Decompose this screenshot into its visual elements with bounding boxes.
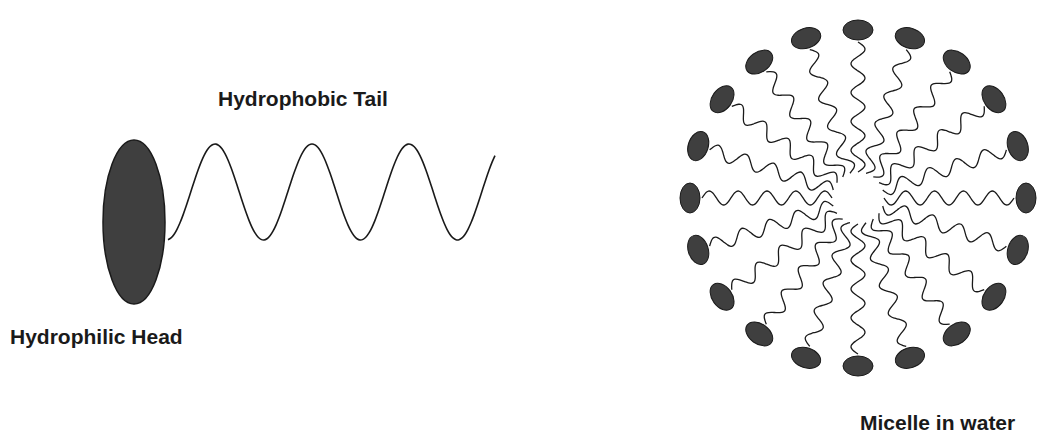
micelle-head [939, 317, 975, 351]
micelle-tail [871, 219, 949, 324]
micelle-head [705, 279, 739, 315]
figure-label: Micelle in water [860, 410, 1015, 435]
micelle-head [680, 183, 700, 213]
micelle-head [741, 317, 777, 351]
micelle-head [977, 81, 1011, 117]
micelle-tail [710, 145, 834, 190]
micelle [680, 20, 1036, 376]
micelle-head [893, 24, 928, 52]
micelle-tail [861, 223, 906, 347]
micelle-head [1004, 233, 1032, 268]
micelle-head [741, 45, 777, 79]
micelle-head [789, 24, 824, 52]
figure-label: Hydrophilic Head [10, 324, 183, 349]
micelle-head [1004, 129, 1032, 164]
micelle-tail [766, 72, 844, 177]
micelle-head [1016, 183, 1036, 213]
micelle-head [843, 20, 873, 40]
micelle-tail [879, 213, 984, 291]
micelle-tail [883, 150, 1007, 195]
micelle-tail [710, 201, 834, 246]
micelle-head [843, 356, 873, 376]
micelle-tail [810, 50, 855, 174]
micelle-head [977, 279, 1011, 315]
micelle-tail [851, 224, 865, 354]
micelle-tail [873, 72, 951, 177]
micelle-tail [851, 42, 865, 172]
micelle-tail [883, 206, 1007, 251]
micelle-tail [764, 219, 842, 324]
micelle-tail [866, 50, 911, 174]
figure-label: Hydrophobic Tail [218, 86, 388, 111]
micelle-head [705, 81, 739, 117]
hydrophobic-tail [168, 144, 495, 240]
micelle-tail [884, 191, 1014, 205]
micelle-head [789, 344, 824, 372]
micelle-head [893, 344, 928, 372]
micelle-tail [879, 106, 984, 184]
micelle-head [939, 45, 975, 79]
micelle-tail [732, 104, 837, 182]
micelle-tail [805, 223, 850, 347]
micelle-head [684, 129, 712, 164]
micelle-head [684, 233, 712, 268]
micelle-tail [702, 191, 832, 205]
hydrophilic-head [103, 140, 165, 304]
micelle-tail [732, 211, 837, 289]
